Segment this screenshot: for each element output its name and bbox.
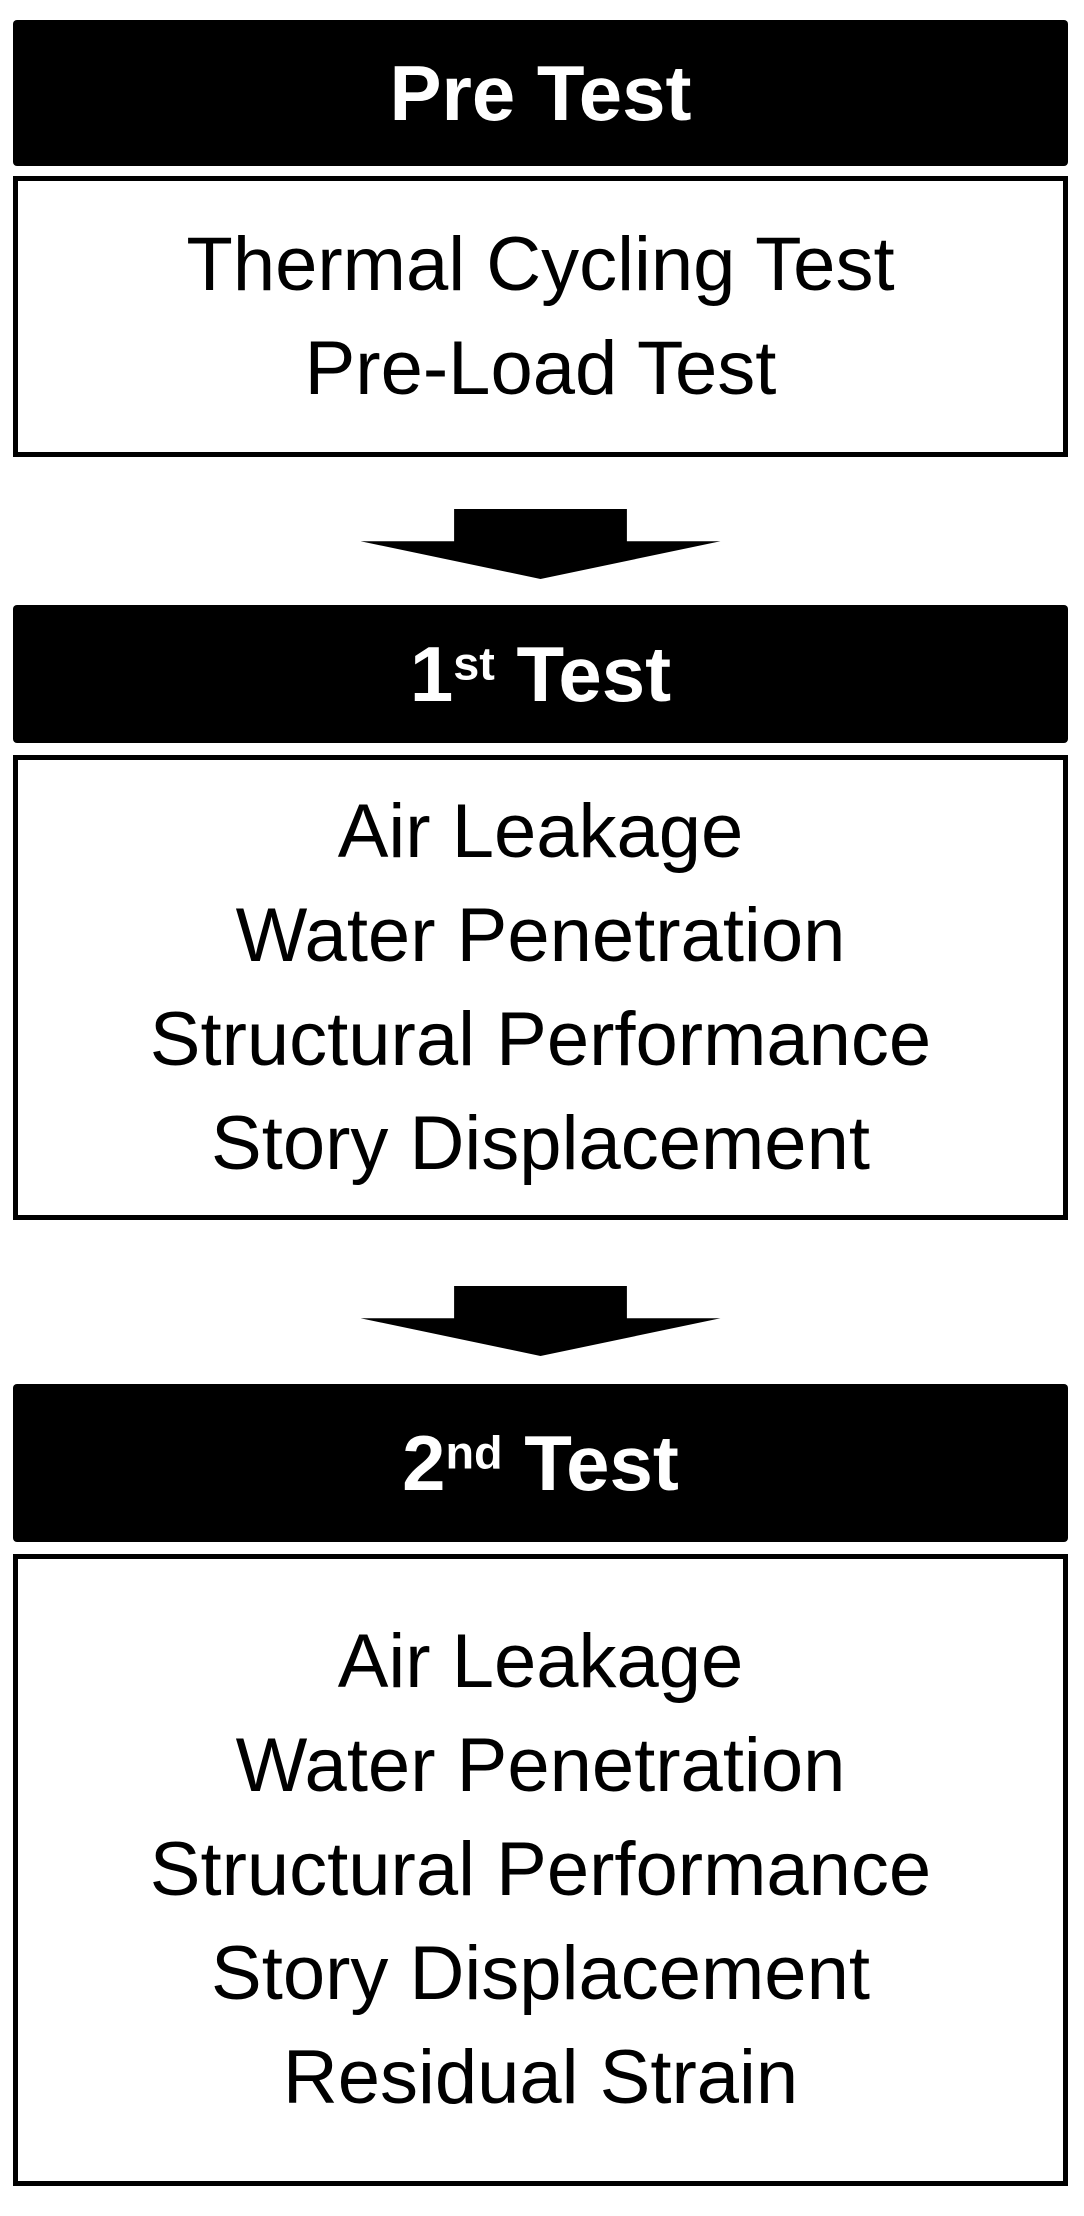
- list-item: Residual Strain: [282, 2035, 799, 2120]
- list-item: Air Leakage: [337, 788, 744, 874]
- stage-box-1st-test: Air Leakage Water Penetration Structural…: [13, 755, 1068, 1220]
- stage-title: 2nd Test: [402, 1418, 679, 1507]
- list-item: Water Penetration: [235, 1723, 846, 1808]
- list-item: Pre-Load Test: [304, 325, 777, 411]
- list-item: Story Displacement: [211, 1931, 870, 2016]
- ordinal-suffix: nd: [445, 1425, 503, 1478]
- stage-header-1st-test: 1st Test: [13, 605, 1068, 743]
- arrow-container: [13, 1286, 1068, 1356]
- list-item: Air Leakage: [337, 1619, 744, 1704]
- list-item: Structural Performance: [149, 996, 932, 1082]
- arrow-container: [13, 509, 1068, 579]
- ordinal-suffix: st: [453, 636, 495, 689]
- down-arrow-icon: [360, 1286, 721, 1356]
- stage-title: 1st Test: [409, 629, 672, 718]
- list-item: Story Displacement: [211, 1100, 870, 1186]
- stage-box-pre-test: Thermal Cycling Test Pre-Load Test: [13, 176, 1068, 457]
- list-item: Water Penetration: [235, 892, 846, 978]
- down-arrow-icon: [360, 509, 721, 579]
- list-item: Thermal Cycling Test: [186, 221, 895, 307]
- stage-title: Pre Test: [389, 48, 692, 137]
- list-item: Structural Performance: [149, 1827, 932, 1912]
- stage-header-pre-test: Pre Test: [13, 20, 1068, 166]
- stage-header-2nd-test: 2nd Test: [13, 1384, 1068, 1542]
- stage-box-2nd-test: Air Leakage Water Penetration Structural…: [13, 1554, 1068, 2186]
